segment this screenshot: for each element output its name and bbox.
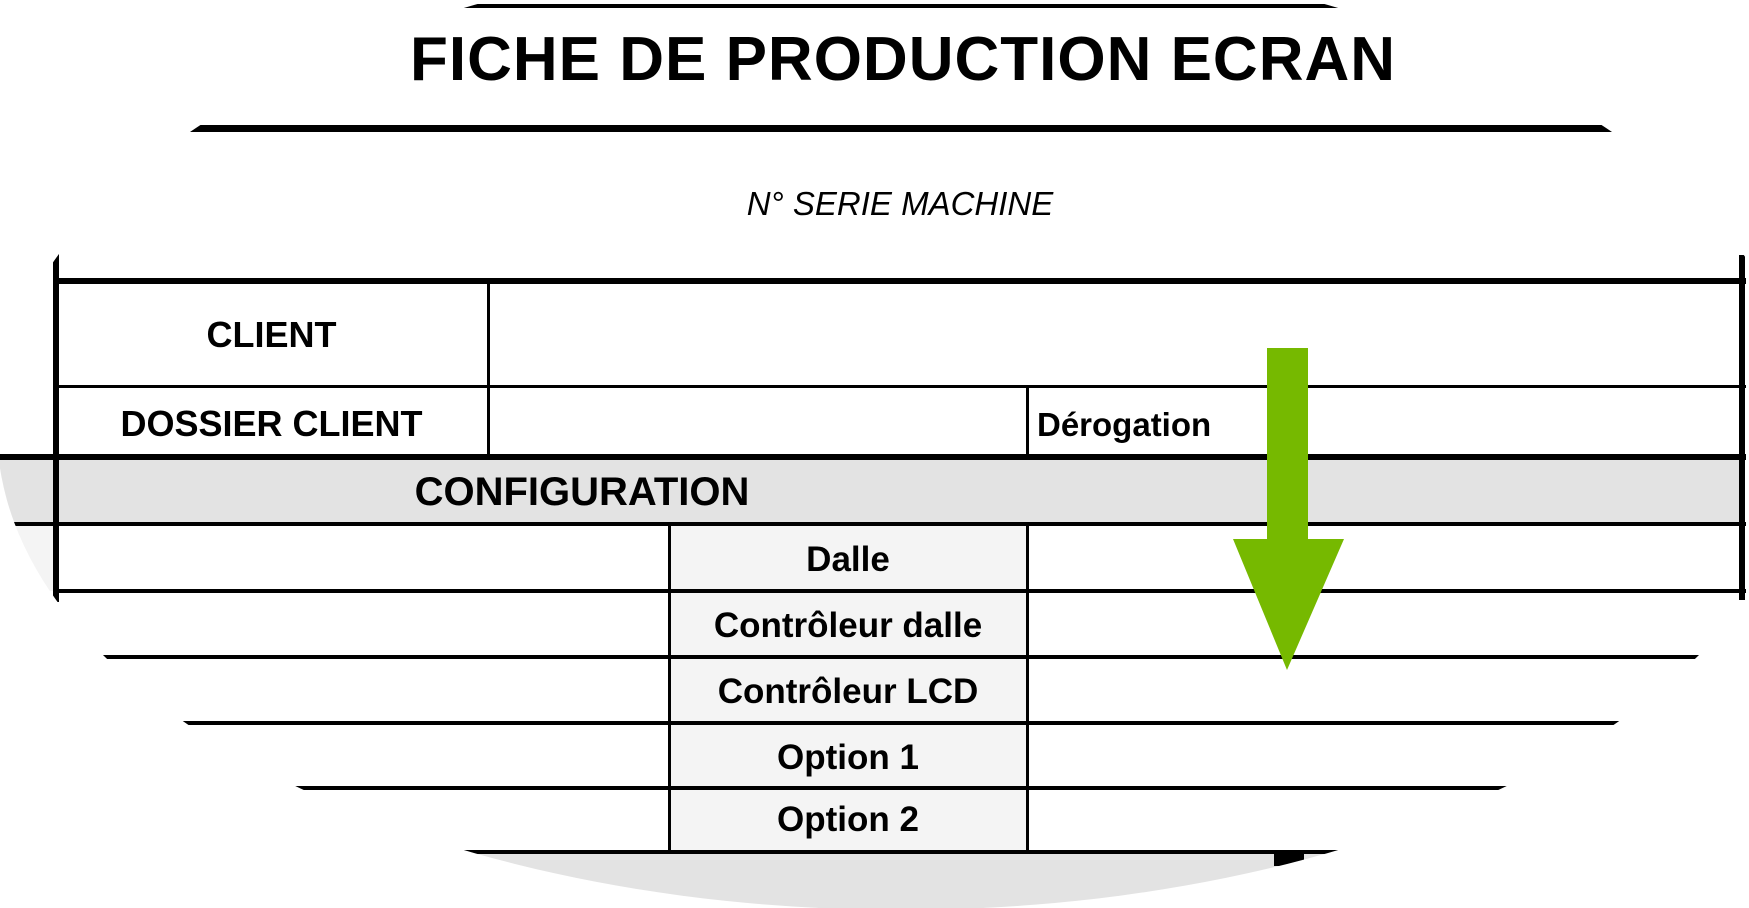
title-underline — [0, 125, 1749, 132]
config-label-controleur-dalle: Contrôleur dalle — [713, 606, 983, 645]
derogation-divider — [1026, 387, 1029, 457]
top-rule — [0, 4, 1749, 8]
config-value-option-2[interactable] — [1029, 790, 1739, 850]
config-value-controleur-lcd[interactable] — [1029, 659, 1739, 721]
label-column-bg — [669, 524, 1027, 852]
row-line-1 — [56, 589, 1746, 593]
client-divider — [487, 281, 490, 457]
client-row-line — [56, 385, 1746, 388]
configuration-band — [0, 457, 1742, 524]
bottom-gray-area — [0, 852, 1749, 908]
table-right-border — [1739, 255, 1745, 600]
config-value-dalle[interactable] — [1029, 526, 1739, 589]
client-label: CLIENT — [206, 314, 337, 355]
section-thick-line — [0, 454, 1746, 460]
down-arrow-icon — [1233, 348, 1344, 670]
left-gray-strip — [0, 524, 56, 591]
config-value-option-1[interactable] — [1029, 725, 1739, 786]
bottom-mark — [1274, 852, 1304, 866]
config-value-controleur-dalle[interactable] — [1029, 593, 1739, 655]
config-label-option-2: Option 2 — [777, 800, 919, 839]
label-col-right — [1026, 524, 1029, 852]
row-line-4 — [0, 786, 1749, 790]
client-value-field[interactable] — [490, 284, 1739, 385]
row-line-2 — [0, 655, 1749, 659]
table-left-border — [53, 250, 59, 602]
label-col-left — [668, 524, 671, 852]
dossier-client-label: DOSSIER CLIENT — [120, 403, 423, 444]
config-label-option-1: Option 1 — [777, 738, 919, 777]
table-bottom-line — [0, 850, 1749, 854]
table-top-border — [56, 278, 1746, 284]
config-label-controleur-lcd: Contrôleur LCD — [717, 672, 979, 711]
config-label-dalle: Dalle — [806, 540, 890, 579]
arrow-shape — [1233, 348, 1344, 670]
page-title: FICHE DE PRODUCTION ECRAN — [409, 25, 1397, 94]
row-line-3 — [0, 721, 1749, 725]
derogation-label: Dérogation — [1037, 406, 1212, 443]
serial-number-label: N° SERIE MACHINE — [746, 185, 1054, 222]
config-band-bottom — [0, 522, 1746, 526]
configuration-title: CONFIGURATION — [414, 470, 750, 514]
dossier-client-field[interactable] — [490, 388, 1026, 454]
